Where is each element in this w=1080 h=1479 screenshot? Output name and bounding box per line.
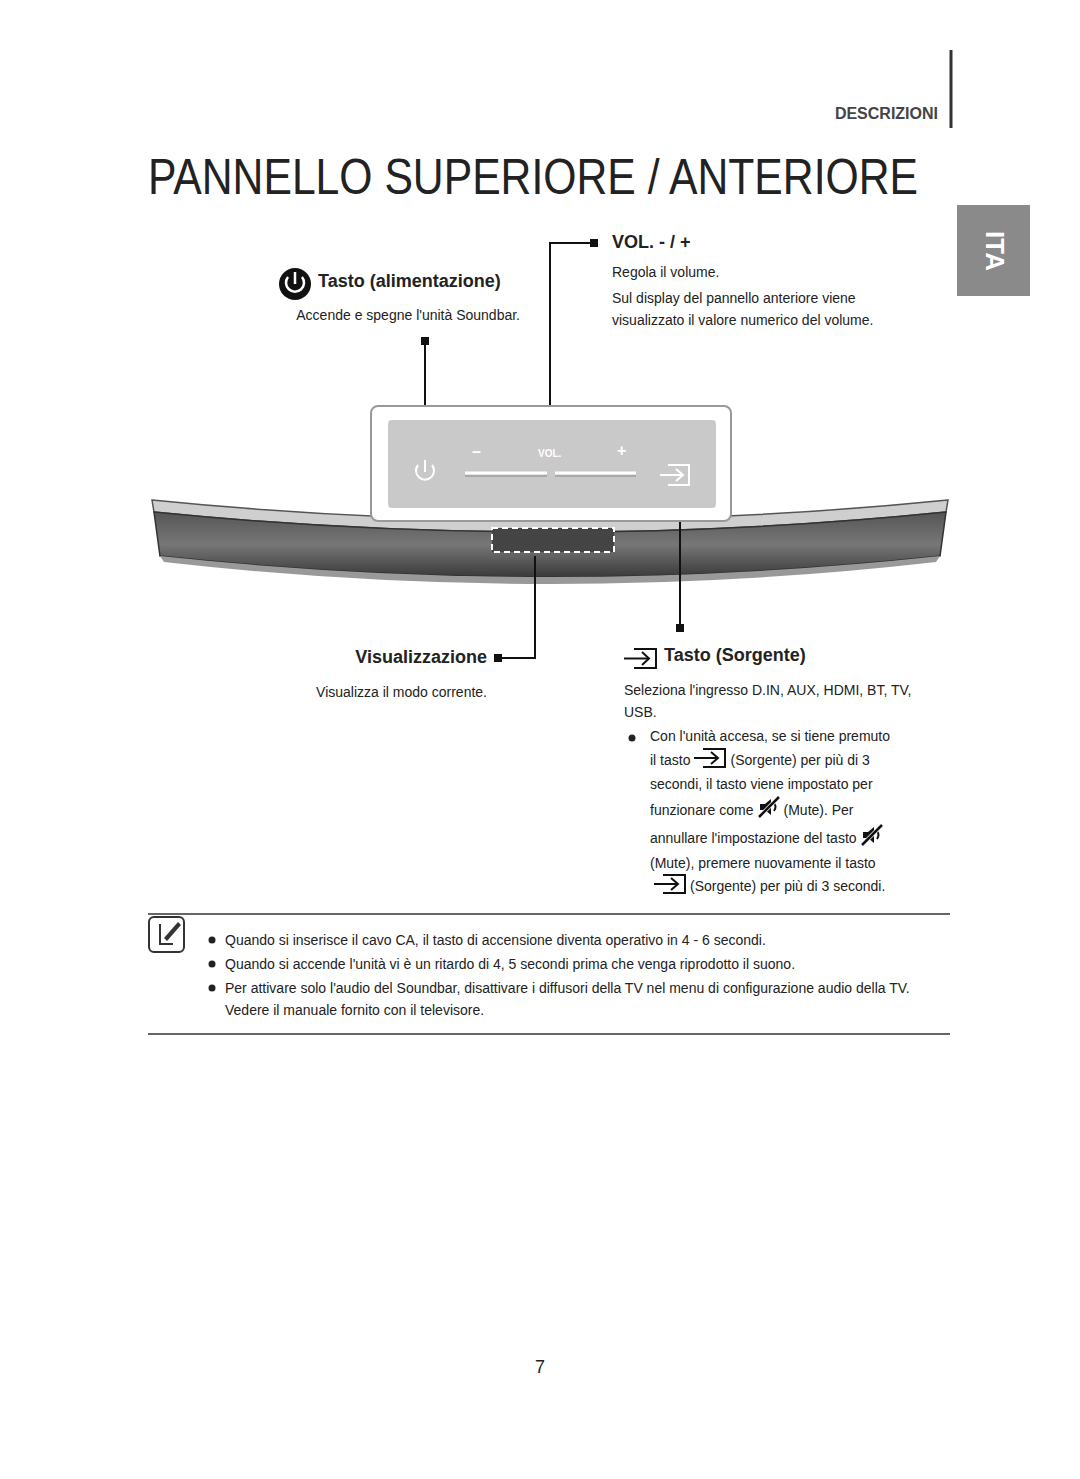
note-rule [148,913,950,915]
note-text: Quando si inserisce il cavo CA, il tasto… [225,930,945,952]
part-name: Visualizzazione [300,646,487,669]
panel-marking: + [617,443,626,459]
bullet-paragraph: Con l'unità accesa, se si tiene premuto … [650,726,900,901]
note-text: Quando si accende l'unità vi è un ritard… [225,954,945,976]
inline-icon [757,796,781,825]
part-name: Tasto (alimentazione) [318,270,558,293]
note-icon [149,917,184,952]
display-window [492,528,614,552]
header-rule [950,50,953,128]
mute-icon [860,824,884,846]
panel-surface [370,405,732,522]
source-icon [693,748,727,768]
language-tab: ITA [957,205,1030,296]
power-icon [279,268,311,300]
note-text: Per attivare solo l'audio del Soundbar, … [225,978,950,1021]
inline-icon [653,874,687,901]
part-name: VOL. - / + [612,231,812,254]
page-title: PANNELLO SUPERIORE / ANTERIORE [148,150,918,205]
page-number: 7 [520,1356,560,1379]
panel-marking: – [472,444,481,460]
part-description: Accende e spegne l'unità Soundbar. [262,305,520,327]
part-description: Visualizza il modo corrente. [260,682,487,704]
bullet-text: (Sorgente) per più di 3 secondi. [690,878,885,894]
panel-marking: VOL. [538,449,561,459]
mute-icon [757,796,781,818]
inline-icon [693,748,727,775]
note-rule [148,1033,950,1035]
source-icon [624,649,656,668]
soundbar-base [160,556,940,584]
part-description: Sul display del pannello anteriore viene… [612,288,912,331]
bullet-text: (Mute), premere nuovamente il tasto [650,855,876,871]
section-name: DESCRIZIONI [760,104,938,125]
source-icon [653,874,687,894]
tab-text: ITA [978,231,1009,271]
inline-icon [860,824,884,853]
control-panel: – VOL. + [370,405,732,522]
part-description: Regola il volume. [612,262,912,284]
bullets [209,735,636,992]
part-name: Tasto (Sorgente) [664,644,904,667]
part-description: Seleziona l'ingresso D.IN, AUX, HDMI, BT… [624,680,924,723]
